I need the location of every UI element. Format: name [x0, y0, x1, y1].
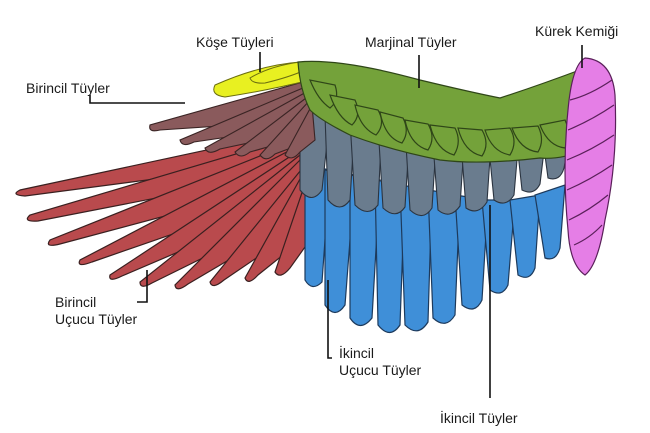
label-line-1: Birincil: [55, 294, 97, 310]
label-ikincil-tuyler: İkincil Tüyler: [440, 410, 518, 426]
scapular-feathers: [564, 57, 617, 276]
primary-flight-feathers: [15, 129, 311, 290]
label-line-1: İkincil: [339, 345, 375, 361]
marginal-coverts: [297, 60, 586, 163]
label-birincil-tuyler: Birincil Tüyler: [26, 80, 110, 96]
secondary-flight-feathers: [304, 164, 566, 334]
label-kose-tuyleri: Köşe Tüyleri: [196, 34, 274, 50]
leader-lines: [89, 45, 583, 398]
label-birincil-ucucu-tuyler: Birincil Uçucu Tüyler: [55, 294, 137, 328]
label-ikincil-ucucu-tuyler: İkincil Uçucu Tüyler: [339, 345, 421, 379]
label-line-2: Uçucu Tüyler: [339, 362, 422, 378]
label-line-2: Uçucu Tüyler: [55, 311, 138, 327]
primary-coverts: [149, 79, 316, 160]
label-marjinal-tuyler: Marjinal Tüyler: [365, 34, 457, 50]
label-kurek-kemigi: Kürek Kemiği: [535, 23, 619, 39]
